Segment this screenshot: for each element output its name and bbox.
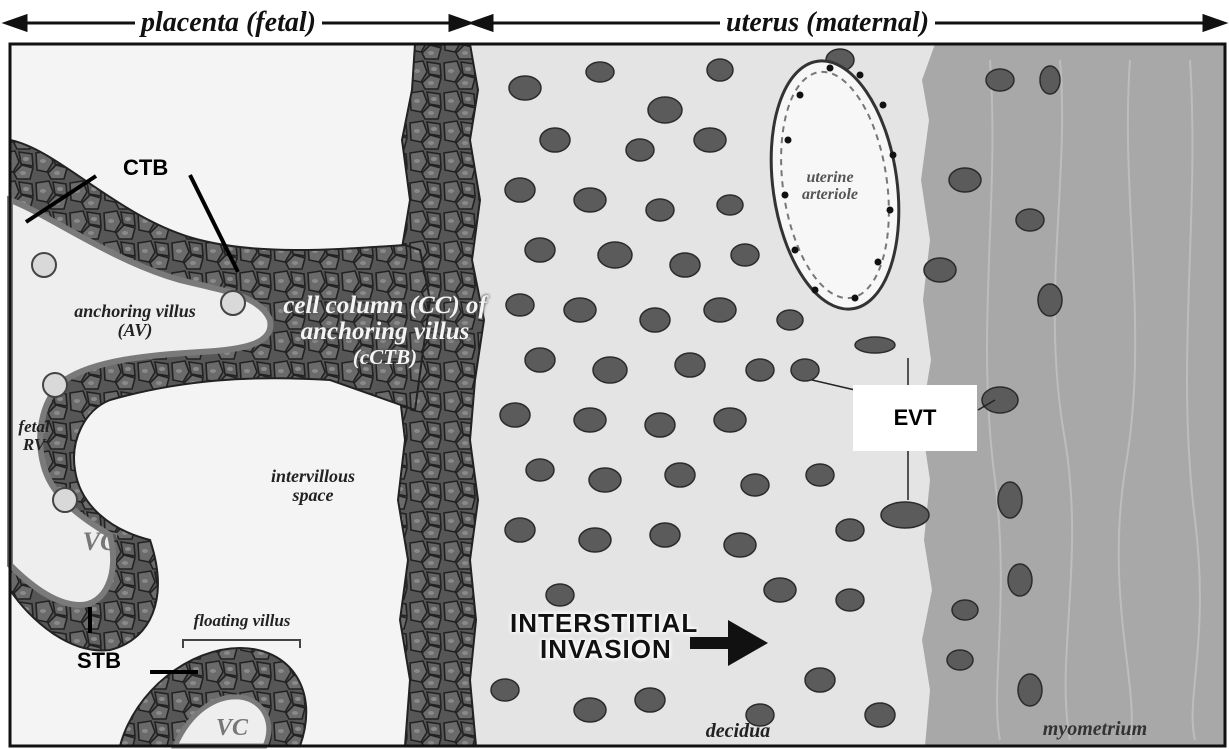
placenta-arrow-left-head — [6, 16, 26, 30]
anchoring-villus-label-line2: (AV) — [55, 321, 215, 340]
cell-column-label-line1: cell column (CC) of — [245, 293, 525, 319]
uterus-arrow-right-head — [1204, 16, 1224, 30]
interstitial-invasion-label: INTERSTITIAL INVASION — [510, 610, 698, 662]
placenta-arrow-right-head — [450, 16, 470, 30]
decidua-label: decidua — [693, 721, 783, 742]
fetal-vessel — [32, 253, 56, 277]
fetal-vessel — [43, 373, 67, 397]
vc-label-lower: VC — [212, 716, 252, 741]
interstitial-invasion-line1: INTERSTITIAL — [510, 610, 698, 636]
uterus-header-label: uterus (maternal) — [720, 6, 935, 40]
uterus-arrow-left-head — [472, 16, 492, 30]
interstitial-invasion-line2: INVASION — [510, 636, 698, 662]
floating-villus-label: floating villus — [180, 612, 304, 630]
fetal-rv-label-line1: fetal — [14, 418, 54, 436]
uterine-arteriole-label-line1: uterine — [790, 170, 870, 187]
evt-label-box: EVT — [853, 385, 977, 451]
anchoring-villus-label-line1: anchoring villus — [55, 302, 215, 321]
intervillous-space-label-line2: space — [248, 486, 378, 505]
placenta-header-label: placenta (fetal) — [135, 6, 322, 40]
fetal-vessel — [221, 291, 245, 315]
cell-column-label-line3: (cCTB) — [245, 346, 525, 368]
cell-column-label: cell column (CC) of anchoring villus (cC… — [245, 293, 525, 368]
vc-label-upper: VC — [75, 528, 125, 555]
anchoring-villus-label: anchoring villus (AV) — [55, 302, 215, 340]
myometrium-label: myometrium — [1025, 719, 1165, 740]
intervillous-space-label: intervillous space — [248, 467, 378, 505]
intervillous-space-label-line1: intervillous — [248, 467, 378, 486]
fetal-rv-label: fetal RV — [14, 418, 54, 454]
fetal-vessel — [53, 488, 77, 512]
uterine-arteriole-label-line2: arteriole — [790, 187, 870, 204]
stb-label: STB — [77, 648, 121, 674]
uterine-arteriole-label: uterine arteriole — [790, 170, 870, 204]
cell-column-label-line2: anchoring villus — [245, 319, 525, 345]
fetal-rv-label-line2: RV — [14, 436, 54, 454]
ctb-label: CTB — [123, 155, 168, 181]
